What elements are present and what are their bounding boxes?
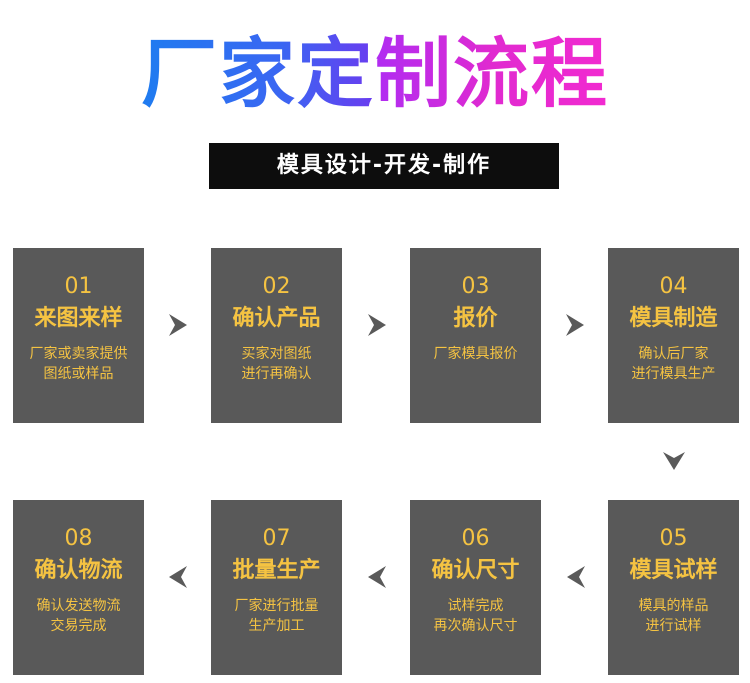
step-box-01: 01 来图来样 厂家或卖家提供图纸或样品 [13,248,144,423]
step-desc-line2: 进行模具生产 [631,366,716,382]
chevron-right-icon [169,314,187,336]
step-name: 确认产品 [232,306,321,331]
step-desc-line2: 进行试样 [645,618,702,634]
step-desc-line1: 买家对图纸 [241,346,312,362]
step-name: 批量生产 [232,558,321,583]
step-name: 模具制造 [629,306,718,331]
step-box-02: 02 确认产品 买家对图纸进行再确认 [211,248,342,423]
step-desc: 厂家模具报价 [410,344,541,364]
step-desc: 试样完成再次确认尺寸 [410,596,541,636]
step-name: 报价 [453,306,498,331]
step-name: 确认物流 [34,558,123,583]
step-desc-line2: 再次确认尺寸 [433,618,518,634]
step-number: 02 [262,274,291,299]
step-desc-line2: 交易完成 [50,618,107,634]
step-name: 确认尺寸 [431,558,520,583]
step-number: 03 [461,274,490,299]
step-name: 来图来样 [34,306,123,331]
step-desc: 确认发送物流交易完成 [13,596,144,636]
step-box-07: 07 批量生产 厂家进行批量生产加工 [211,500,342,675]
step-number: 06 [461,526,490,551]
step-box-04: 04 模具制造 确认后厂家进行模具生产 [608,248,739,423]
step-desc-line2: 进行再确认 [241,366,312,382]
step-desc: 厂家进行批量生产加工 [211,596,342,636]
step-box-06: 06 确认尺寸 试样完成再次确认尺寸 [410,500,541,675]
step-number: 05 [659,526,688,551]
chevron-right-icon [368,314,386,336]
title-part-blue: 厂家定 [141,29,375,118]
step-desc: 确认后厂家进行模具生产 [608,344,739,384]
step-box-08: 08 确认物流 确认发送物流交易完成 [13,500,144,675]
step-desc-line1: 厂家模具报价 [433,346,518,362]
step-desc-line1: 确认后厂家 [638,346,709,362]
step-box-03: 03 报价 厂家模具报价 [410,248,541,423]
chevron-left-icon [169,566,187,588]
chevron-down-icon [663,452,685,470]
step-desc-line1: 试样完成 [447,598,504,614]
step-desc: 买家对图纸进行再确认 [211,344,342,384]
step-number: 07 [262,526,291,551]
step-desc-line1: 确认发送物流 [36,598,121,614]
step-desc-line1: 厂家进行批量 [234,598,319,614]
chevron-left-icon [368,566,386,588]
step-number: 04 [659,274,688,299]
page-title: 厂家定制流程 [0,28,750,120]
step-box-05: 05 模具试样 模具的样品进行试样 [608,500,739,675]
chevron-left-icon [567,566,585,588]
title-part-magenta: 制流程 [375,29,609,118]
step-desc: 模具的样品进行试样 [608,596,739,636]
step-desc-line1: 模具的样品 [638,598,709,614]
step-desc-line2: 图纸或样品 [43,366,114,382]
step-number: 08 [64,526,93,551]
step-name: 模具试样 [629,558,718,583]
step-desc-line1: 厂家或卖家提供 [29,346,128,362]
subtitle-bar: 模具设计-开发-制作 [209,143,559,189]
chevron-right-icon [566,314,584,336]
step-desc: 厂家或卖家提供图纸或样品 [13,344,144,384]
step-number: 01 [64,274,93,299]
step-desc-line2: 生产加工 [248,618,305,634]
